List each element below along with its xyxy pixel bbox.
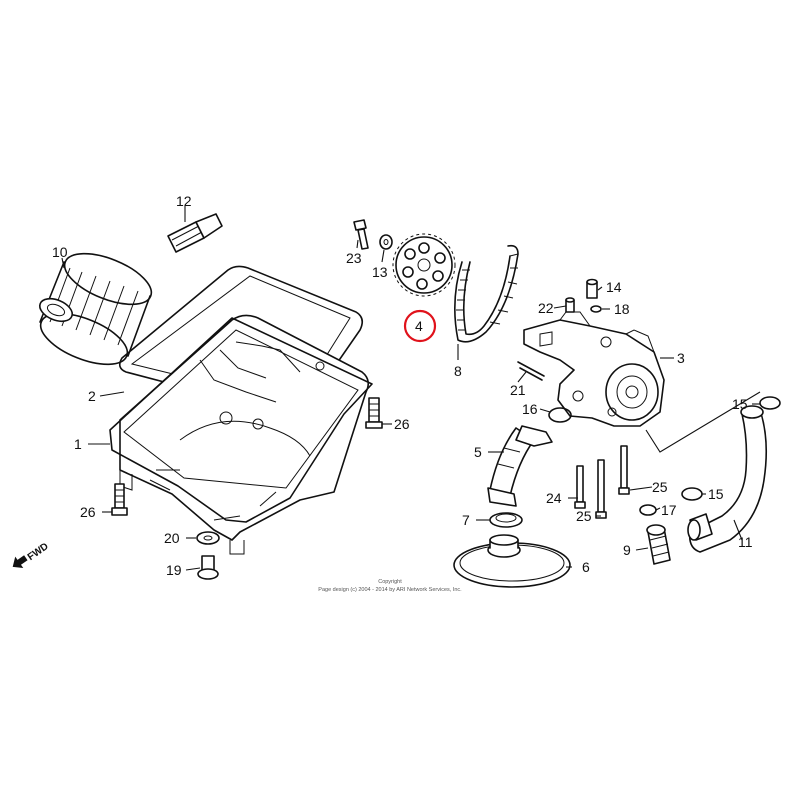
leader-lines	[61, 206, 761, 571]
joint-o-ring-part[interactable]	[639, 504, 657, 516]
part-label[interactable]: 13	[372, 264, 388, 280]
flange-bolt-part[interactable]	[111, 397, 383, 516]
part-label[interactable]: 17	[661, 502, 677, 518]
fwd-arrow-icon: FWD	[12, 541, 51, 569]
strainer-seal-part[interactable]	[489, 512, 523, 528]
pump-bolt-part[interactable]	[574, 445, 630, 519]
part-label[interactable]: 26	[80, 504, 96, 520]
part-label[interactable]: 3	[677, 350, 685, 366]
oil-filter-part[interactable]	[34, 243, 158, 375]
part-label[interactable]: 14	[606, 279, 622, 295]
part-label[interactable]: 20	[164, 530, 180, 546]
copyright-text: Page design (c) 2004 - 2014 by ARI Netwo…	[318, 587, 462, 593]
part-label[interactable]: 24	[546, 490, 562, 506]
part-label[interactable]: 22	[538, 300, 554, 316]
part-label[interactable]: 23	[346, 250, 362, 266]
part-label[interactable]: 1	[74, 436, 82, 452]
part-label[interactable]: 19	[166, 562, 182, 578]
part-labels: 1 2 3 4 5 6 7 8 9 10 11 12 13 14 15 15 1…	[52, 193, 753, 578]
part-label[interactable]: 16	[522, 401, 538, 417]
drain-bolt-part[interactable]	[197, 555, 219, 580]
highlight-ring	[403, 309, 437, 343]
oil-pan-part[interactable]	[109, 314, 373, 555]
part-label[interactable]: 25	[652, 479, 668, 495]
oil-pump-sprocket-part[interactable]	[392, 233, 456, 297]
oil-pump-chain-part[interactable]	[454, 244, 519, 343]
small-o-ring-part[interactable]	[590, 305, 602, 313]
part-label[interactable]: 21	[510, 382, 526, 398]
part-label[interactable]: 6	[582, 559, 590, 575]
part-label-highlighted[interactable]: 4	[415, 318, 423, 334]
sprocket-washer-part[interactable]	[379, 234, 393, 250]
fwd-label: FWD	[26, 541, 51, 563]
pump-o-ring-part[interactable]	[548, 407, 572, 423]
part-label[interactable]: 10	[52, 244, 68, 260]
part-label[interactable]: 9	[623, 542, 631, 558]
pipe-o-ring-part[interactable]	[681, 396, 781, 501]
oil-nipple-part[interactable]	[167, 213, 223, 253]
sprocket-bolt-part[interactable]	[353, 219, 369, 250]
oil-strainer-pipe-part[interactable]	[487, 425, 553, 507]
part-label[interactable]: 7	[462, 512, 470, 528]
copyright-title: Copyright	[378, 579, 402, 585]
part-label[interactable]: 25	[576, 508, 592, 524]
part-label[interactable]: 12	[176, 193, 192, 209]
oil-pipe-part[interactable]	[687, 405, 768, 553]
sealing-washer-part[interactable]	[196, 531, 220, 545]
dowel-pin-part[interactable]	[565, 297, 575, 313]
part-label[interactable]: 2	[88, 388, 96, 404]
oil-strainer-part[interactable]	[453, 534, 571, 588]
pump-cap-part[interactable]	[586, 278, 598, 299]
part-label[interactable]: 5	[474, 444, 482, 460]
oil-pump-assembly-part[interactable]	[523, 311, 665, 427]
part-label[interactable]: 11	[738, 534, 753, 550]
part-label[interactable]: 8	[454, 363, 462, 379]
part-label[interactable]: 26	[394, 416, 410, 432]
oil-pipe-joint-part[interactable]	[646, 524, 671, 565]
part-label[interactable]: 15	[732, 396, 748, 412]
cotter-pin-part[interactable]	[517, 361, 545, 381]
part-label[interactable]: 15	[708, 486, 724, 502]
part-label[interactable]: 18	[614, 301, 630, 317]
